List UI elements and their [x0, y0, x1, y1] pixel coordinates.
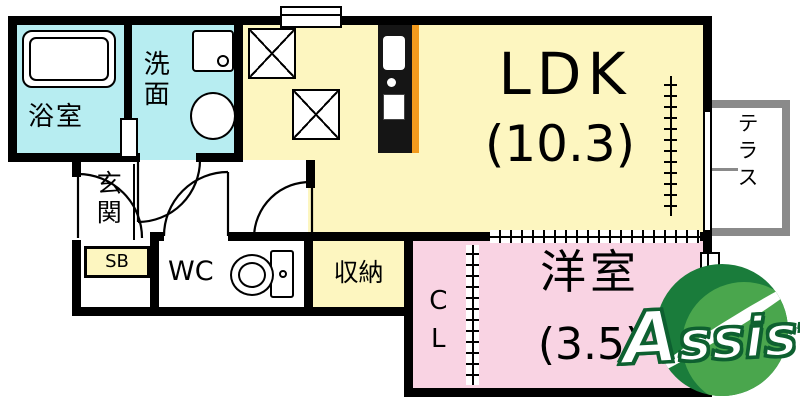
wall-right-upper [703, 16, 712, 112]
washroom-door-swing [136, 159, 202, 224]
entrance-door-swing [76, 172, 144, 239]
kitchen-oven-icon [383, 94, 405, 120]
wall-wash-bottom [196, 153, 243, 162]
assist-logo-mark [656, 264, 788, 396]
western-room-size-label: (3.5) [537, 319, 643, 370]
wall-hall-bottom-b [228, 232, 490, 241]
wash-basin-icon [190, 92, 236, 140]
bathtub-icon [22, 30, 116, 88]
wall-bottom-right [404, 388, 712, 397]
wc-door-swing [162, 170, 230, 237]
range-space-icon [248, 28, 296, 79]
storage-label: 収納 [333, 258, 384, 287]
storage-floor [313, 241, 404, 307]
ldk-bedroom-sliding-door [490, 230, 700, 243]
wall-wash-right [234, 16, 243, 162]
range-space-icon-2 [292, 89, 340, 140]
ldk-label: LDK [498, 40, 632, 108]
wall-bottom-left [72, 307, 413, 316]
kitchen-top-window-line [282, 14, 340, 16]
washer-drain-icon [217, 55, 229, 67]
kitchen-sink-icon [383, 36, 405, 70]
wash-label: 洗面 [139, 50, 170, 110]
terrace-wall-right [782, 100, 790, 236]
wall-bath-wash-divider [124, 24, 132, 120]
wall-entry-stub [72, 153, 81, 177]
kitchen-counter-accent [412, 25, 419, 153]
ldk-size-label: (10.3) [484, 115, 636, 173]
ldk-terrace-window-ticks [664, 76, 677, 216]
assist-logo-text: Assist [618, 293, 800, 383]
toilet-tank-icon [270, 250, 294, 298]
terrace-wall-top [712, 100, 790, 108]
entrance-label: 玄関 [93, 170, 123, 228]
wall-top [8, 16, 712, 25]
bedroom-closet-floor [413, 241, 703, 389]
wall-hall-ldk-stub [306, 160, 315, 188]
wall-left-upper [8, 16, 17, 162]
toilet-bowl-inner [238, 262, 266, 288]
toilet-flush-button [279, 270, 287, 278]
wc-label: WC [168, 256, 214, 287]
wall-entry-left-lower [72, 240, 81, 316]
terrace-wall-bottom [712, 228, 790, 236]
bath-door-panel [120, 118, 138, 158]
western-room-label: 洋室 [540, 245, 640, 299]
kitchen-top-window [280, 6, 342, 28]
shoe-box-label: SB [105, 251, 129, 272]
entry-step-line [133, 164, 135, 240]
wall-closet-left [404, 232, 413, 397]
bathtub-inner-line [29, 37, 109, 81]
wall-hall-bottom-a [150, 232, 164, 241]
closet-folding-door [466, 245, 479, 385]
shoe-box: SB [84, 246, 150, 278]
closet-label: CL [423, 286, 454, 362]
washer-pan-icon [192, 30, 234, 72]
bath-label: 浴室 [28, 102, 85, 132]
terrace-glass-door [703, 112, 712, 230]
kitchen-knob-icon [387, 78, 396, 87]
toilet-bowl-icon [230, 254, 274, 296]
terrace-partition-line [712, 168, 738, 171]
terrace-label: テラス [735, 112, 760, 193]
wall-sb-wc-divider [150, 240, 159, 316]
wall-wc-storage-divider [304, 232, 313, 316]
ldk-door-swing [252, 180, 314, 239]
